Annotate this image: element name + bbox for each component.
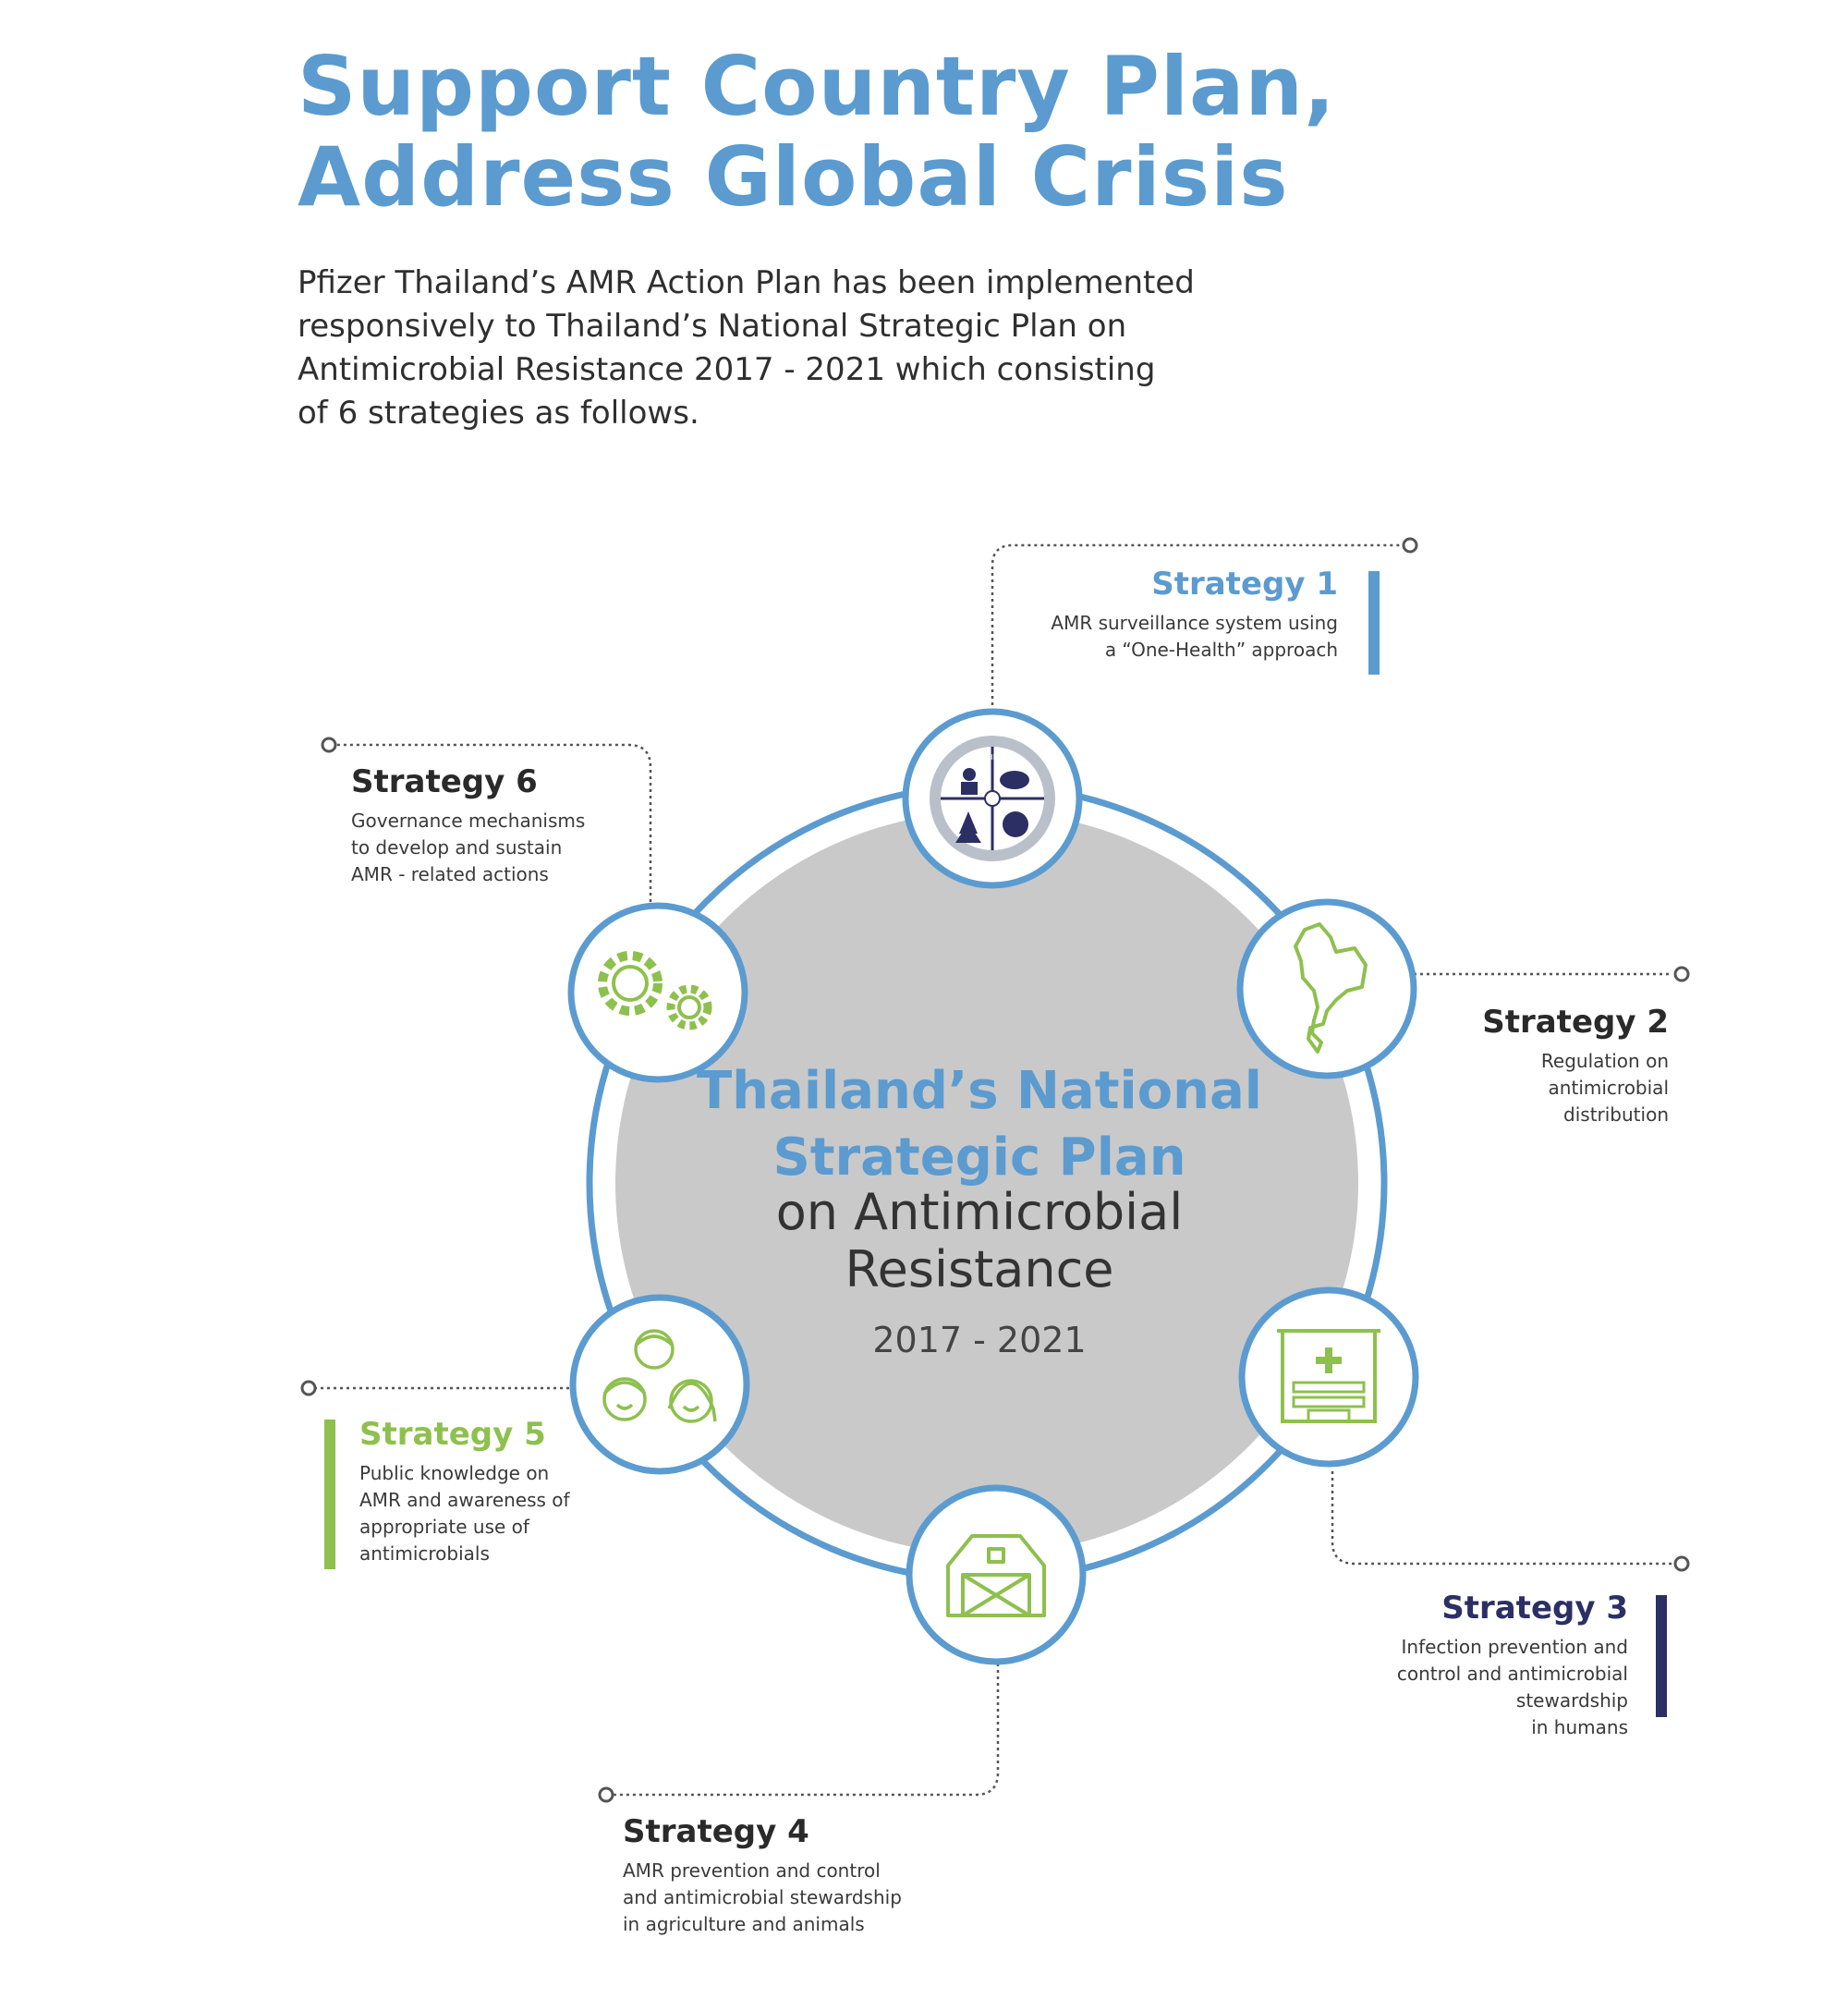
strategy-4-desc-line: AMR prevention and control — [623, 1859, 881, 1882]
endpoint-dot — [1673, 1555, 1690, 1572]
strategy-3-label: Strategy 3 Infection prevention and cont… — [1397, 1590, 1628, 1741]
page-title-line-1: Support Country Plan, — [298, 39, 1336, 134]
strategy-6-desc-line: to develop and sustain — [351, 836, 563, 859]
strategy-6-title: Strategy 6 — [351, 763, 538, 800]
center-title-line-1: Thailand’s National — [696, 1061, 1263, 1121]
strategy-5-label: Strategy 5 Public knowledge on AMR and a… — [359, 1416, 570, 1567]
strategy-5-desc-line: antimicrobials — [359, 1542, 490, 1565]
center-subtitle-line-2: Resistance — [845, 1240, 1114, 1298]
barn-icon — [946, 1534, 1046, 1617]
connector-strategy-4 — [612, 1664, 1000, 1797]
endpoint-dot — [300, 1380, 317, 1396]
center-disc — [615, 811, 1358, 1554]
intro-text-line: responsively to Thailand’s National Stra… — [298, 308, 1127, 345]
strategy-1-accent-bar — [1368, 571, 1380, 675]
endpoint-dot — [598, 1786, 614, 1803]
node-strategy-2 — [1236, 898, 1417, 1079]
strategy-4-desc-line: and antimicrobial stewardship — [623, 1886, 902, 1908]
strategy-6-desc-line: Governance mechanisms — [351, 810, 586, 832]
strategy-6-label: Strategy 6 Governance mechanisms to deve… — [351, 763, 585, 888]
intro-text-line: of 6 strategies as follows. — [298, 395, 699, 432]
node-strategy-4 — [906, 1484, 1087, 1665]
strategy-1-label: Strategy 1 AMR surveillance system using… — [1051, 566, 1338, 664]
endpoint-dot — [1402, 537, 1418, 554]
strategy-1-desc-line: a “One-Health” approach — [1104, 639, 1338, 661]
node-strategy-5 — [569, 1294, 750, 1475]
one-health-badge-text: ONE HEALTH — [969, 753, 1016, 762]
hospital-icon — [1277, 1329, 1380, 1423]
strategy-2-label: Strategy 2 Regulation on antimicrobial d… — [1482, 1004, 1669, 1128]
one-health-icon: ONE HEALTH — [930, 736, 1055, 861]
thailand-map-icon — [1294, 922, 1368, 1054]
page-title-line-2: Address Global Crisis — [298, 129, 1289, 225]
strategy-3-desc-line: Infection prevention and — [1401, 1636, 1628, 1658]
strategy-3-desc-line: in humans — [1531, 1716, 1628, 1738]
endpoint-dot — [321, 737, 337, 753]
strategy-2-desc-line: Regulation on — [1540, 1050, 1669, 1072]
strategy-3-desc-line: stewardship — [1515, 1689, 1628, 1712]
people-icon — [602, 1329, 717, 1423]
connector-endpoints — [300, 537, 1690, 1803]
strategy-5-title: Strategy 5 — [359, 1416, 546, 1453]
strategy-4-label: Strategy 4 AMR prevention and control an… — [623, 1813, 902, 1938]
center-subtitle-line-1: on Antimicrobial — [775, 1183, 1184, 1241]
strategy-5-accent-bar — [324, 1420, 335, 1569]
strategy-2-title: Strategy 2 — [1482, 1004, 1669, 1041]
center-title-line-2: Strategic Plan — [772, 1127, 1186, 1188]
strategy-1-desc-line: AMR surveillance system using — [1051, 612, 1338, 634]
strategy-3-desc-line: control and antimicrobial — [1396, 1663, 1628, 1685]
center-years: 2017 - 2021 — [872, 1320, 1087, 1360]
strategy-5-desc-line: appropriate use of — [359, 1516, 529, 1538]
node-strategy-3 — [1238, 1286, 1419, 1468]
strategy-4-title: Strategy 4 — [623, 1813, 809, 1850]
intro-text-line: Antimicrobial Resistance 2017 - 2021 whi… — [298, 351, 1156, 388]
connector-strategy-3 — [1331, 1471, 1672, 1566]
strategy-3-accent-bar — [1656, 1595, 1667, 1717]
gears-icon — [598, 951, 712, 1030]
node-strategy-1: ONE HEALTH — [902, 708, 1083, 889]
strategy-2-desc-line: distribution — [1563, 1103, 1669, 1126]
endpoint-dot — [1673, 966, 1690, 982]
strategy-4-desc-line: in agriculture and animals — [623, 1913, 865, 1935]
connector-strategy-1 — [991, 543, 1401, 712]
strategy-5-desc-line: AMR and awareness of — [359, 1489, 570, 1511]
strategy-6-desc-line: AMR - related actions — [351, 863, 549, 885]
strategy-3-title: Strategy 3 — [1441, 1590, 1628, 1627]
node-strategy-6 — [567, 902, 748, 1083]
connector-strategy-6 — [334, 743, 652, 915]
strategy-2-desc-line: antimicrobial — [1548, 1077, 1669, 1099]
intro-text-line: Pfizer Thailand’s AMR Action Plan has be… — [298, 264, 1195, 301]
connector-lines — [314, 543, 1672, 1797]
strategy-5-desc-line: Public knowledge on — [359, 1462, 550, 1484]
strategy-1-title: Strategy 1 — [1151, 566, 1338, 603]
